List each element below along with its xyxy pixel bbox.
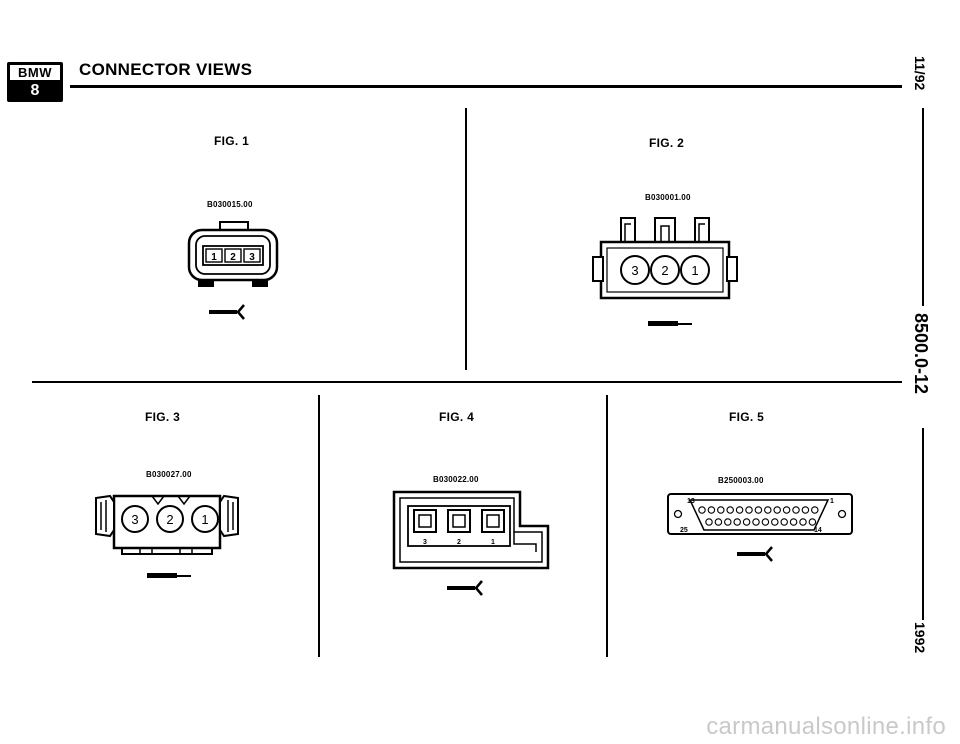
fig-4-female-terminal-icon [447,580,483,596]
fig-5-pin [705,518,713,526]
fig-5-pin [808,518,817,526]
fig-2-pin-label: 3 [631,263,638,278]
fig-5-pin [724,518,732,526]
fig-2-pin-label: 1 [691,263,698,278]
fig-1-pin-label: 1 [211,252,217,263]
fig-1-pin-label: 2 [230,252,236,263]
fig-2-connector-diagram: 3 2 1 [592,217,738,300]
fig-5-pin [735,506,744,514]
fig-5-pin [780,518,788,526]
fig-3-pin-label: 3 [131,512,138,527]
side-rule-1 [922,108,924,306]
logo-series-text: 8 [30,82,40,99]
title-rule [70,85,902,88]
fig-5-pin [726,506,734,514]
fig-5-pin [801,506,810,514]
fig-2-pin-label: 2 [661,263,668,278]
fig-5-pin [698,506,706,514]
fig-3-pin-label: 1 [201,512,208,527]
fig-5-pin [789,518,798,526]
fig-5-pin [761,518,770,526]
fig-5-pin [764,506,772,514]
fig-3-male-terminal-icon [147,573,191,578]
logo-brand-text: BMW [10,65,60,80]
fig-5-pin [811,506,819,514]
fig-3-connector-diagram: 3 2 1 [95,494,239,555]
fig-5-pin [799,518,807,526]
fig-5-pin [733,518,741,526]
fig-4-pin-label: 1 [491,539,495,546]
fig-5-pin [707,506,716,514]
fig-3-pin-label: 2 [166,512,173,527]
bmw-8-series-logo: BMW 8 [7,62,63,102]
fig-5-pin [714,518,723,526]
fig-5-pin [752,518,760,526]
fig-1-female-terminal-icon [209,304,245,320]
side-page-number: 8500.0-12 [911,313,931,395]
fig-2-male-terminal-icon [648,321,692,326]
fig-5-pin [773,506,781,514]
fig-4-label: FIG. 4 [439,410,475,424]
bottom-column-divider-right [606,395,608,657]
fig-5-connector-diagram: 13 1 25 14 [667,493,853,535]
fig-1-code: B030015.00 [207,200,253,209]
side-rule-2 [922,428,924,620]
fig-5-pin-label: 1 [830,498,834,505]
fig-5-pin [792,506,800,514]
fig-5-label: FIG. 5 [729,410,765,424]
fig-2-label: FIG. 2 [649,136,685,150]
fig-1-label: FIG. 1 [214,134,250,148]
side-date: 11/92 [912,56,928,91]
fig-5-pin-label: 13 [687,498,695,505]
page-title: CONNECTOR VIEWS [79,60,253,79]
fig-5-pin [742,518,751,526]
row-divider [32,381,902,383]
fig-4-pin-label: 2 [457,539,461,546]
fig-5-code: B250003.00 [718,476,764,485]
fig-2-code: B030001.00 [645,193,691,202]
fig-4-code: B030022.00 [433,475,479,484]
fig-5-pin [771,518,779,526]
footer-watermark: carmanualsonline.info [706,713,946,740]
fig-5-pin [782,506,791,514]
fig-4-connector-diagram: 3 2 1 [392,490,550,570]
side-year: 1992 [912,622,928,654]
fig-1-pin-label: 3 [249,252,255,263]
bottom-column-divider-left [318,395,320,657]
fig-5-pin-label: 14 [814,527,822,534]
fig-3-label: FIG. 3 [145,410,181,424]
top-column-divider [465,108,467,370]
fig-5-pin [754,506,763,514]
fig-5-female-terminal-icon [737,546,773,562]
fig-5-pin [745,506,753,514]
fig-5-pin-label: 25 [680,527,688,534]
fig-4-pin-label: 3 [423,539,427,546]
fig-5-pin [717,506,725,514]
fig-3-code: B030027.00 [146,470,192,479]
fig-1-connector-diagram: 1 2 3 [187,221,279,287]
